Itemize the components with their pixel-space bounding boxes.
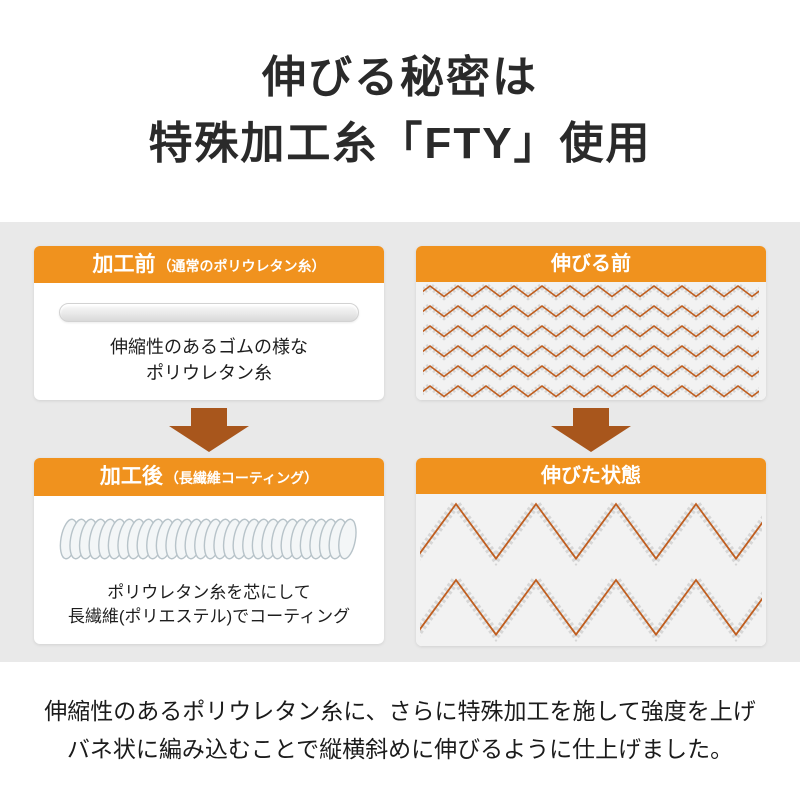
- coiled-thread-graphic: [59, 518, 357, 560]
- card-before-processing: 加工前 （通常のポリウレタン糸） 伸縮性のあるゴムの様な ポリウレタン糸: [34, 246, 384, 401]
- stretch-column: 伸びる前: [416, 246, 766, 662]
- down-arrow-icon: [169, 408, 249, 453]
- caption-line: 長繊維(ポリエステル)でコーティング: [67, 607, 351, 627]
- header-main-label: 加工後: [99, 465, 163, 489]
- caption-line: 伸縮性のあるゴムの様な: [110, 337, 308, 358]
- footer-explanation: 伸縮性のあるポリウレタン糸に、さらに特殊加工を施して強度を上げ バネ状に編み込む…: [0, 662, 800, 800]
- after-processing-caption: ポリウレタン糸を芯にして 長繊維(ポリエステル)でコーティング: [44, 581, 374, 630]
- footer-paragraph: 伸縮性のあるポリウレタン糸に、さらに特殊加工を施して強度を上げ バネ状に編み込む…: [44, 693, 756, 769]
- caption-line: ポリウレタン糸を芯にして: [107, 582, 311, 602]
- comparison-section: 加工前 （通常のポリウレタン糸） 伸縮性のあるゴムの様な ポリウレタン糸 加工後: [0, 222, 800, 662]
- title-line-2: 特殊加工糸「FTY」使用: [148, 119, 652, 168]
- card-header-before-stretch: 伸びる前: [416, 246, 766, 282]
- card-header-before-processing: 加工前 （通常のポリウレタン糸）: [34, 246, 384, 284]
- card-header-stretched: 伸びた状態: [416, 458, 766, 494]
- straight-thread-graphic: [59, 303, 359, 323]
- card-before-stretch: 伸びる前: [416, 246, 766, 400]
- card-after-processing: 加工後 （長繊維コーティング） ポリウレタン糸を芯にして 長繊維(ポリエステル)…: [34, 458, 384, 644]
- header-sub-label: （長繊維コーティング）: [164, 470, 319, 487]
- card-stretched: 伸びた状態: [416, 458, 766, 646]
- title-line-1: 伸びる秘密は: [261, 53, 538, 102]
- footer-line-1: 伸縮性のあるポリウレタン糸に、さらに特殊加工を施して強度を上げ: [44, 698, 756, 725]
- zigzag-stretched-graphic: [416, 494, 766, 646]
- footer-line-2: バネ状に編み込むことで縦横斜めに伸びるように仕上げました。: [66, 736, 734, 762]
- card-body-before-processing: 伸縮性のあるゴムの様な ポリウレタン糸: [34, 283, 384, 400]
- header-label: 伸びた状態: [541, 465, 641, 487]
- card-header-after-processing: 加工後 （長繊維コーティング）: [34, 458, 384, 496]
- title-block: 伸びる秘密は 特殊加工糸「FTY」使用: [0, 0, 800, 222]
- before-processing-caption: 伸縮性のあるゴムの様な ポリウレタン糸: [44, 334, 374, 386]
- card-body-after-processing: ポリウレタン糸を芯にして 長繊維(ポリエステル)でコーティング: [34, 496, 384, 644]
- caption-line: ポリウレタン糸: [146, 363, 272, 384]
- header-main-label: 加工前: [92, 253, 156, 276]
- dense-zigzag-area: [416, 282, 766, 400]
- yarn-processing-column: 加工前 （通常のポリウレタン糸） 伸縮性のあるゴムの様な ポリウレタン糸 加工後: [34, 246, 384, 662]
- zigzag-dense-graphic: [416, 282, 766, 400]
- header-label: 伸びる前: [551, 253, 631, 275]
- stretched-zigzag-area: [416, 494, 766, 646]
- page-title: 伸びる秘密は 特殊加工糸「FTY」使用: [148, 45, 651, 177]
- header-sub-label: （通常のポリウレタン糸）: [157, 258, 326, 274]
- down-arrow-icon: [551, 408, 631, 452]
